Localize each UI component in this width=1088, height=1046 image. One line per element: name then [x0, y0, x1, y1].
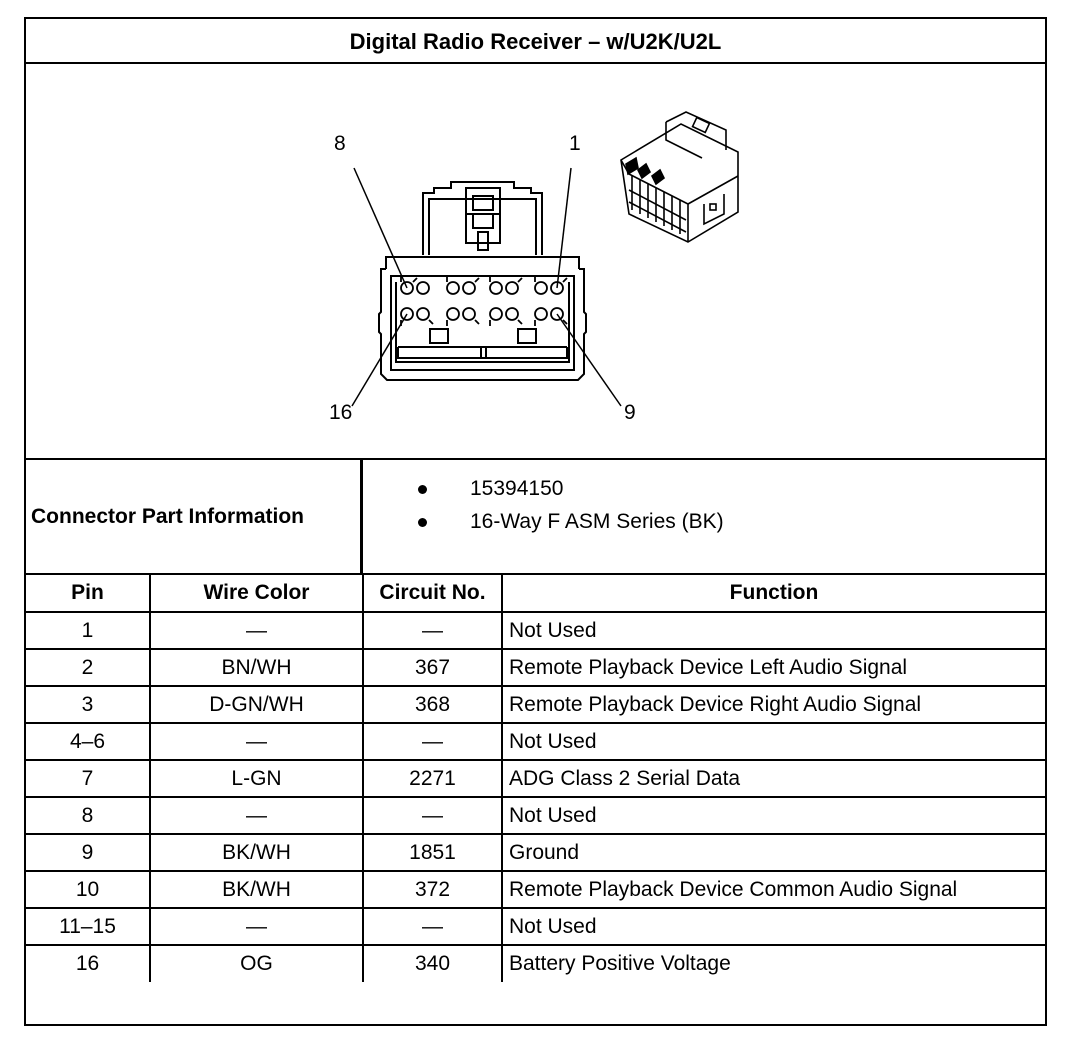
- function-cell: Not Used: [501, 907, 1045, 946]
- wire-color-cell: —: [149, 611, 364, 650]
- connector-figure: 8 1 16 9: [26, 64, 1045, 460]
- wire-color-cell: D-GN/WH: [149, 685, 364, 724]
- connector-part-info: Connector Part Information 15394150 16-W…: [26, 460, 1045, 575]
- pin-table: Pin Wire Color Circuit No. Function 1 — …: [26, 575, 1045, 982]
- function-cell: Not Used: [501, 611, 1045, 650]
- table-row: 11–15 — — Not Used: [26, 907, 1045, 946]
- circuit-cell: 372: [362, 870, 503, 909]
- page-title: Digital Radio Receiver – w/U2K/U2L: [26, 19, 1045, 64]
- bullet-icon: [418, 518, 427, 527]
- wire-color-cell: —: [149, 907, 364, 946]
- wire-color-cell: BN/WH: [149, 648, 364, 687]
- function-cell: ADG Class 2 Serial Data: [501, 759, 1045, 798]
- circuit-cell: 1851: [362, 833, 503, 872]
- wire-color-cell: BK/WH: [149, 833, 364, 872]
- pin-cell: 9: [26, 833, 151, 872]
- pin-cell: 10: [26, 870, 151, 909]
- pin-cell: 3: [26, 685, 151, 724]
- circuit-cell: 368: [362, 685, 503, 724]
- pin-callout-16: 16: [329, 401, 353, 424]
- circuit-cell: —: [362, 907, 503, 946]
- connector-part-info-label: Connector Part Information: [26, 460, 363, 573]
- circuit-cell: —: [362, 796, 503, 835]
- header-pin: Pin: [26, 575, 151, 613]
- wire-color-cell: L-GN: [149, 759, 364, 798]
- table-row: 7 L-GN 2271 ADG Class 2 Serial Data: [26, 759, 1045, 798]
- connector-face-diagram-icon: [351, 111, 739, 407]
- header-wire-color: Wire Color: [149, 575, 364, 613]
- pin-callout-8: 8: [334, 132, 346, 155]
- function-cell: Battery Positive Voltage: [501, 944, 1045, 982]
- pin-cell: 11–15: [26, 907, 151, 946]
- function-cell: Remote Playback Device Left Audio Signal: [501, 648, 1045, 687]
- circuit-cell: 340: [362, 944, 503, 982]
- circuit-cell: 2271: [362, 759, 503, 798]
- function-cell: Remote Playback Device Right Audio Signa…: [501, 685, 1045, 724]
- wire-color-cell: —: [149, 796, 364, 835]
- table-row: 4–6 — — Not Used: [26, 722, 1045, 761]
- circuit-cell: —: [362, 722, 503, 761]
- table-row: 10 BK/WH 372 Remote Playback Device Comm…: [26, 870, 1045, 909]
- header-function: Function: [501, 575, 1045, 613]
- connector-end-view-sheet: Digital Radio Receiver – w/U2K/U2L: [24, 17, 1047, 1026]
- connector-description: 16-Way F ASM Series (BK): [470, 510, 724, 533]
- bullet-icon: [418, 485, 427, 494]
- table-row: 2 BN/WH 367 Remote Playback Device Left …: [26, 648, 1045, 687]
- function-cell: Remote Playback Device Common Audio Sign…: [501, 870, 1045, 909]
- table-row: 3 D-GN/WH 368 Remote Playback Device Rig…: [26, 685, 1045, 724]
- function-cell: Ground: [501, 833, 1045, 872]
- header-circuit-no: Circuit No.: [362, 575, 503, 613]
- table-row: 9 BK/WH 1851 Ground: [26, 833, 1045, 872]
- circuit-cell: —: [362, 611, 503, 650]
- list-item: 16-Way F ASM Series (BK): [363, 505, 1045, 538]
- pin-cell: 1: [26, 611, 151, 650]
- list-item: 15394150: [363, 472, 1045, 505]
- function-cell: Not Used: [501, 722, 1045, 761]
- table-header-row: Pin Wire Color Circuit No. Function: [26, 575, 1045, 613]
- connector-part-info-list: 15394150 16-Way F ASM Series (BK): [363, 460, 1045, 585]
- pin-cell: 4–6: [26, 722, 151, 761]
- table-row: 1 — — Not Used: [26, 611, 1045, 650]
- wire-color-cell: BK/WH: [149, 870, 364, 909]
- pin-cell: 2: [26, 648, 151, 687]
- circuit-cell: 367: [362, 648, 503, 687]
- connector-3d-view-icon: [620, 111, 739, 243]
- pin-cell: 7: [26, 759, 151, 798]
- pin-cell: 8: [26, 796, 151, 835]
- wire-color-cell: —: [149, 722, 364, 761]
- table-row: 8 — — Not Used: [26, 796, 1045, 835]
- pin-callout-9: 9: [624, 401, 636, 424]
- wire-color-cell: OG: [149, 944, 364, 982]
- pin-callout-1: 1: [569, 132, 581, 155]
- function-cell: Not Used: [501, 796, 1045, 835]
- pin-cell: 16: [26, 944, 151, 982]
- part-number: 15394150: [470, 477, 564, 500]
- table-row: 16 OG 340 Battery Positive Voltage: [26, 944, 1045, 982]
